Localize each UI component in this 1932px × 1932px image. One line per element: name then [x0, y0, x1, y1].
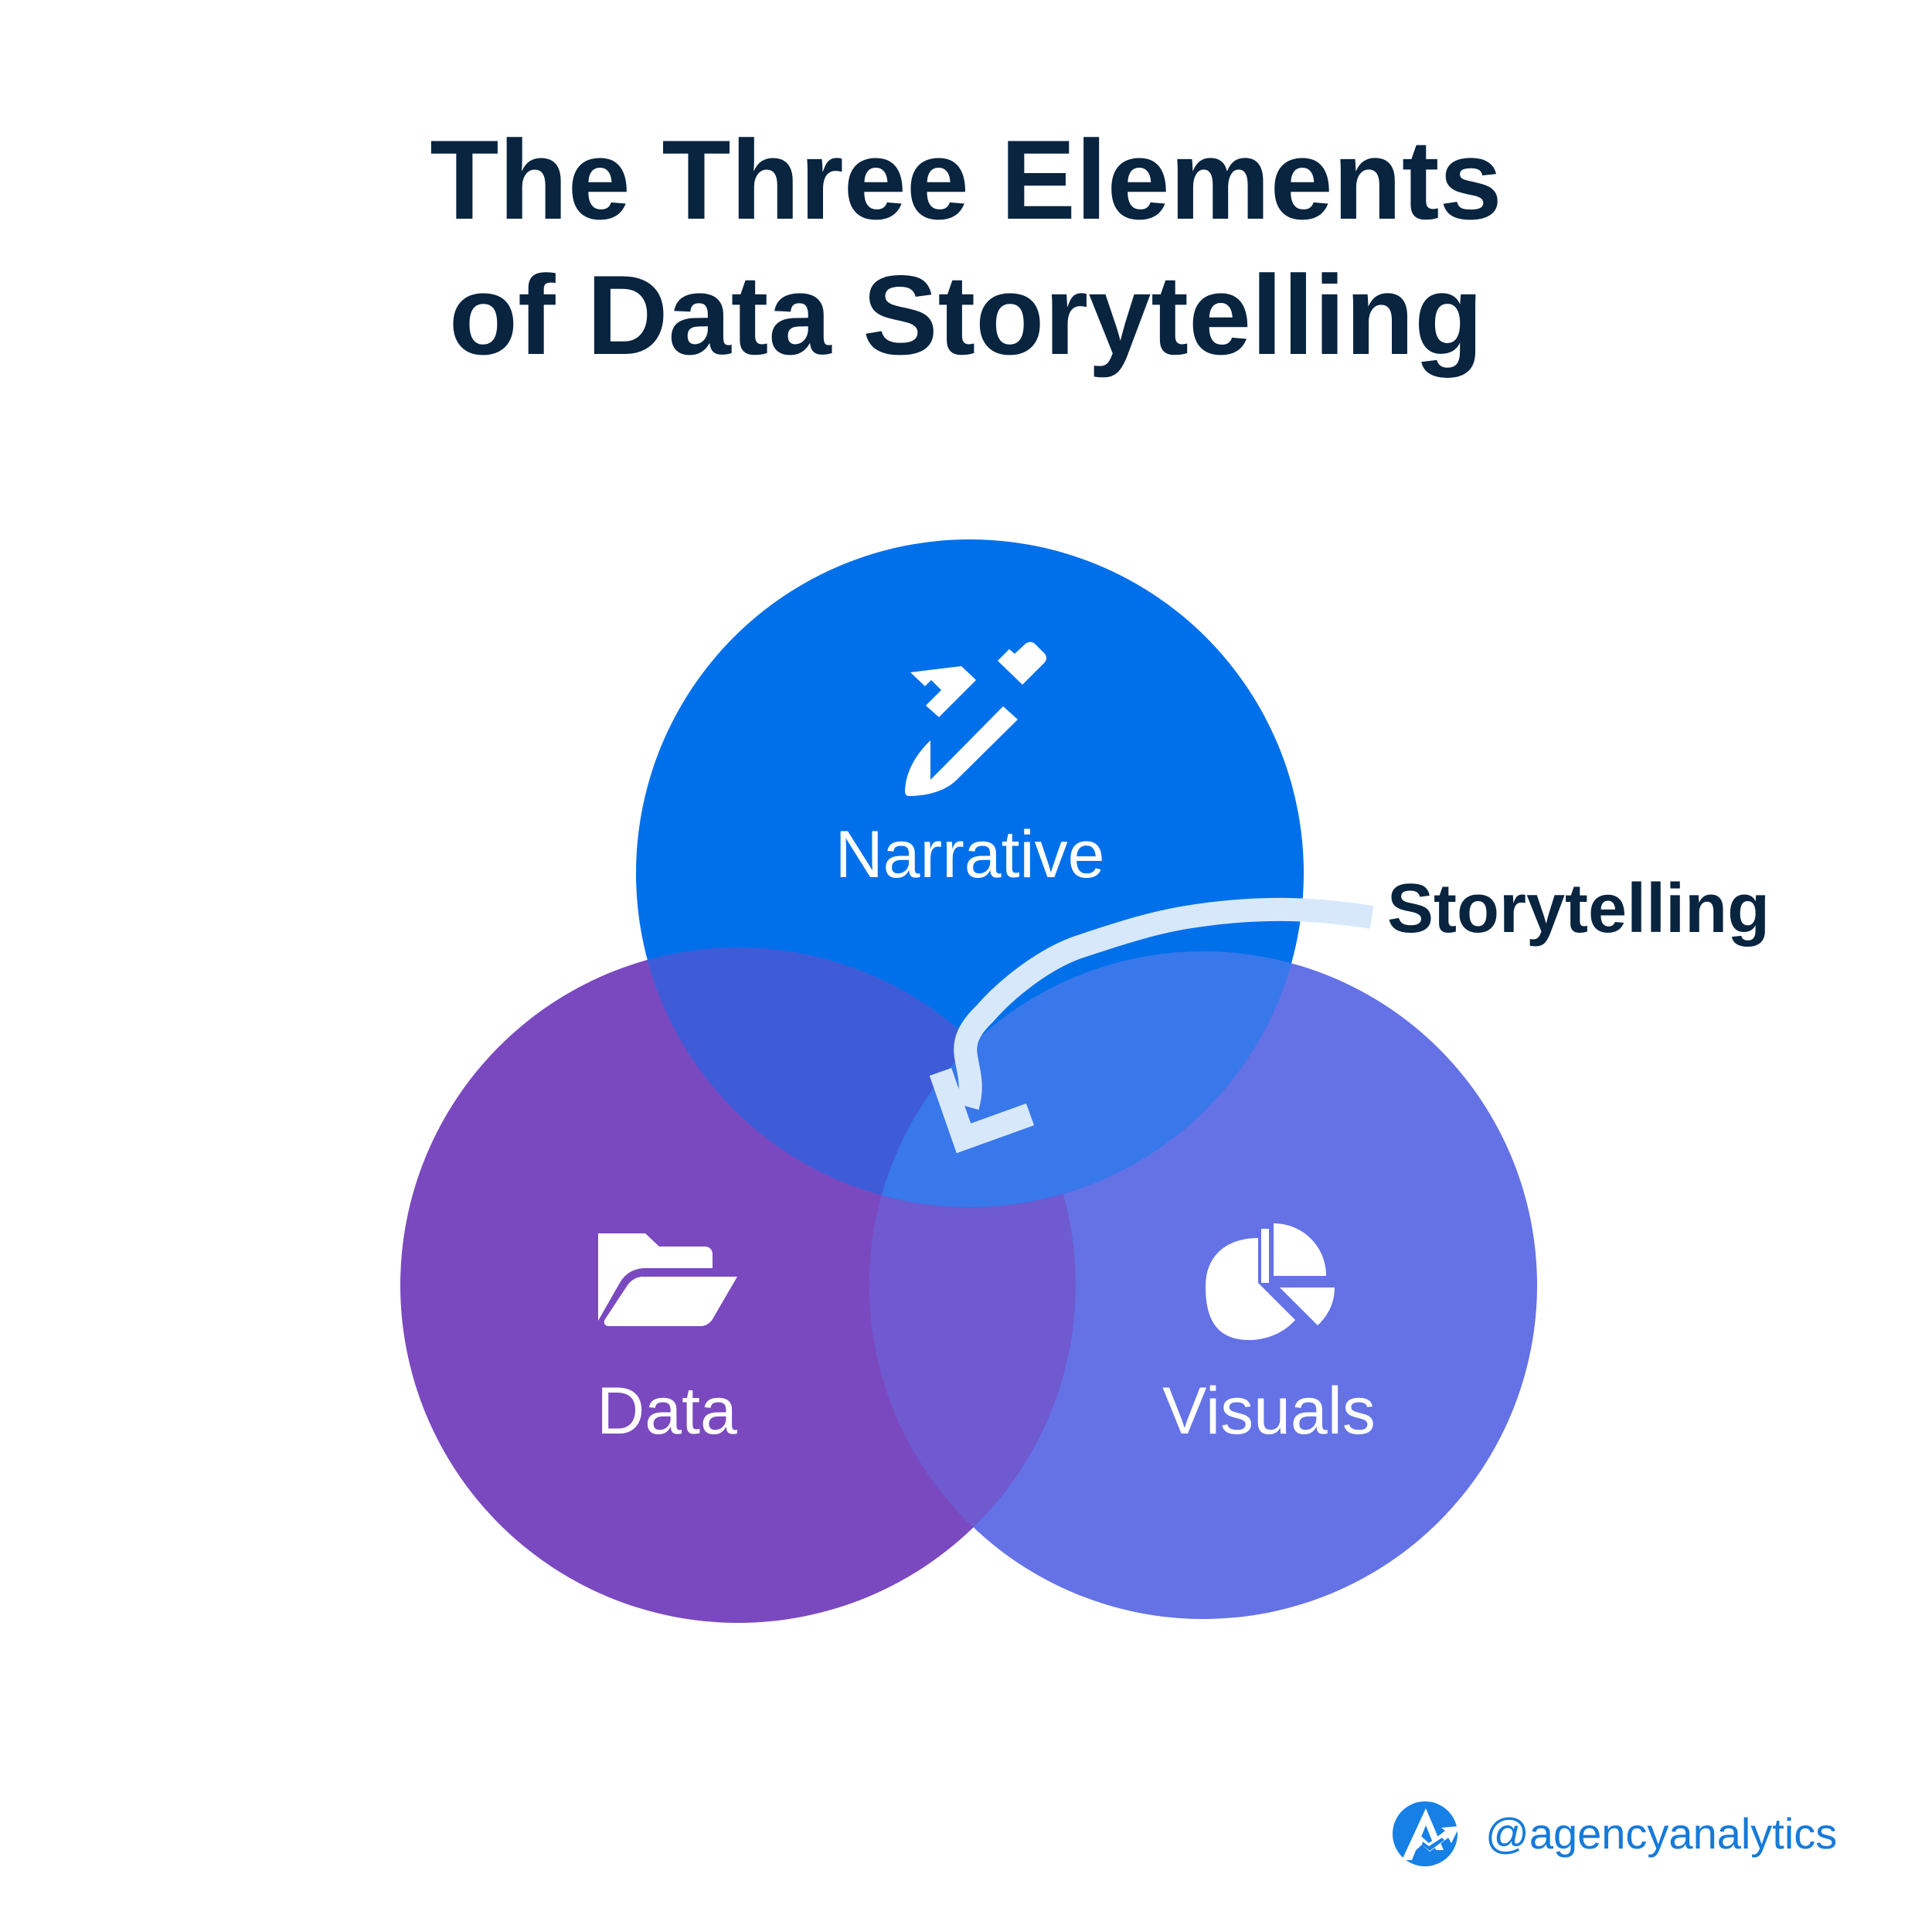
circle-labels: Narrative Data Visuals	[597, 818, 1376, 1448]
folder-open-icon	[598, 1233, 737, 1326]
pie-chart-icon	[1206, 1223, 1335, 1340]
narrative-data-overlap	[636, 947, 1076, 1207]
pen-icon	[905, 641, 1046, 796]
storytelling-label: Storytelling	[1387, 870, 1770, 947]
agencyanalytics-logo-icon	[1393, 1801, 1460, 1866]
venn-circles	[400, 539, 1537, 1623]
title-line-2: of Data Storytelling	[448, 252, 1484, 378]
brand-handle: @agencyanalytics	[1485, 1809, 1838, 1858]
storytelling-arrow-head-icon	[929, 1068, 1035, 1154]
data-label: Data	[597, 1374, 737, 1448]
page-title: The Three Elements of Data Storytelling	[193, 112, 1739, 383]
title-line-1: The Three Elements	[430, 117, 1502, 243]
brand-footer: @agencyanalytics	[1385, 1794, 1837, 1874]
narrative-label: Narrative	[835, 818, 1105, 892]
storytelling-arrow-icon	[954, 897, 1374, 1111]
narrative-visuals-overlap	[869, 951, 1304, 1207]
visuals-label: Visuals	[1162, 1374, 1376, 1448]
storytelling-annotation: Storytelling	[929, 870, 1770, 1154]
